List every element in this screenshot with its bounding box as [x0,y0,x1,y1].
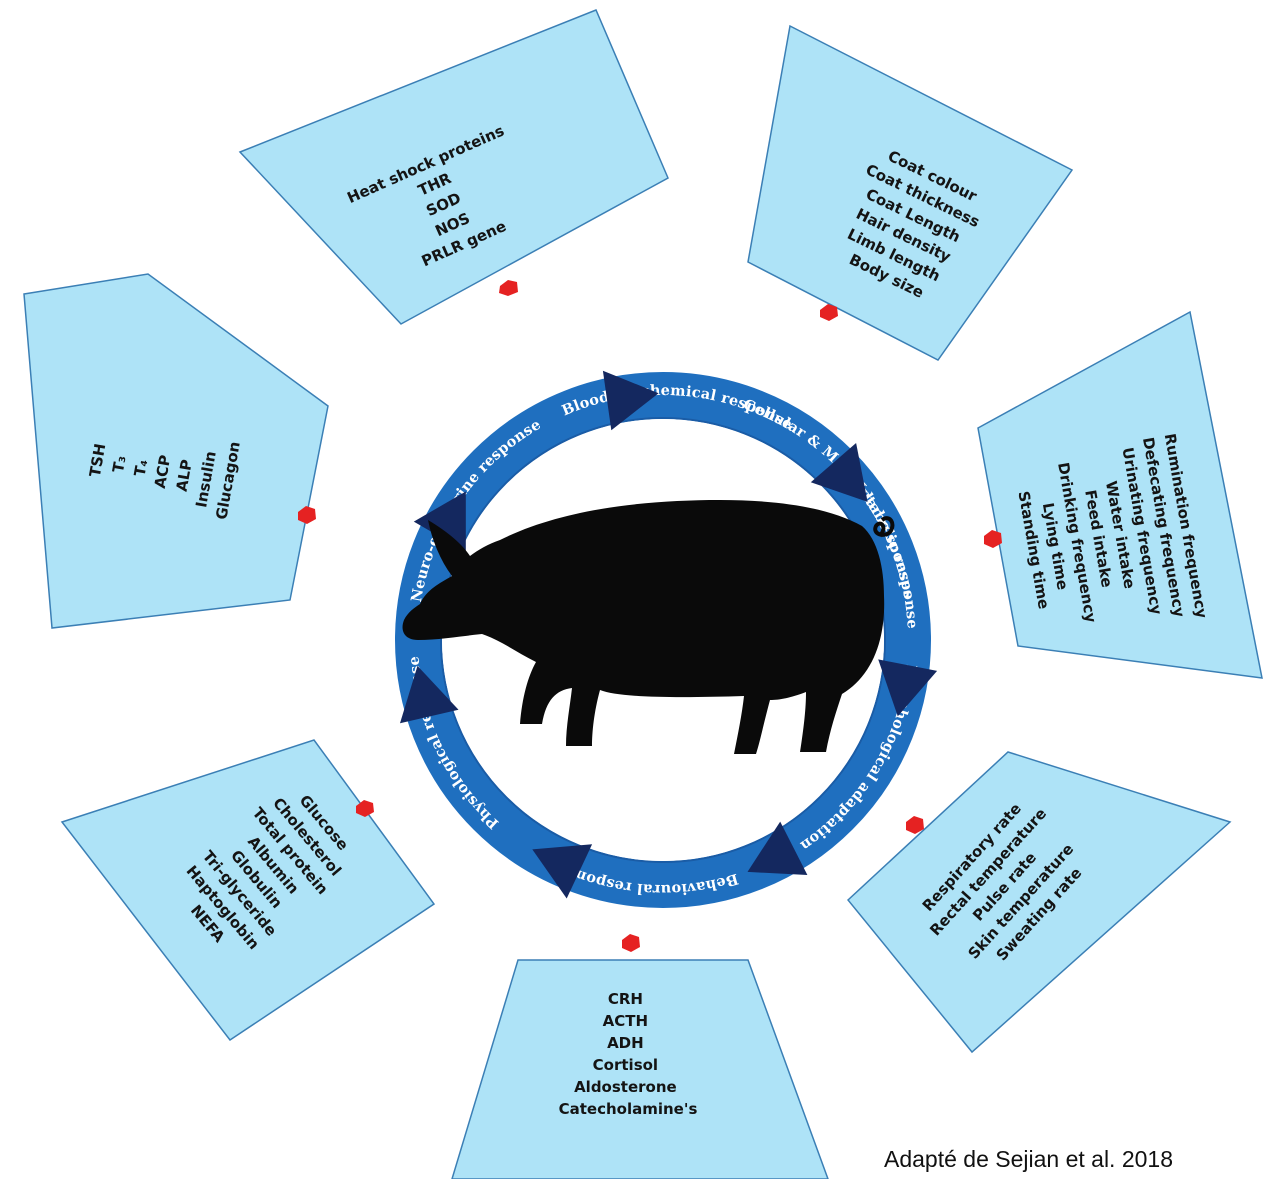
panel-item: CRH [608,990,643,1008]
panel-morphological: Coat colour Coat thickness Coat Length H… [748,26,1072,360]
panel-blood-biochemical: Glucose Cholesterol Total protein Albumi… [62,740,434,1040]
connector-morphological [820,304,838,321]
source-credit: Adapté de Sejian et al. 2018 [884,1146,1173,1173]
panel-item: Catecholamine's [559,1100,698,1118]
panel-physiological: Respiratory rate Rectal temperature Puls… [848,752,1230,1052]
connector-cellular [499,280,518,296]
panel-item: ACTH [603,1012,648,1030]
panel-cellular: Heat shock proteins THR SOD NOS PRLR gen… [240,10,668,324]
panel-cellular-shape [240,10,668,324]
panel-item: Cortisol [593,1056,658,1074]
panel-behavioural: Standing time Lying time Drinking freque… [978,312,1262,678]
panel-item: ADH [607,1034,644,1052]
panel-item: T₄ [131,458,152,478]
panel-item: Aldosterone [574,1078,677,1096]
panel-item: T₃ [109,454,130,474]
panel-metabolic: TSH T₃ T₄ ACP ALP Insulin Glucagon [24,274,328,628]
connector-neuro-endocrine [622,934,640,952]
panel-neuro-endocrine: CRH ACTH ADH Cortisol Aldosterone Catech… [452,960,828,1179]
panel-metabolic-shape [24,274,328,628]
